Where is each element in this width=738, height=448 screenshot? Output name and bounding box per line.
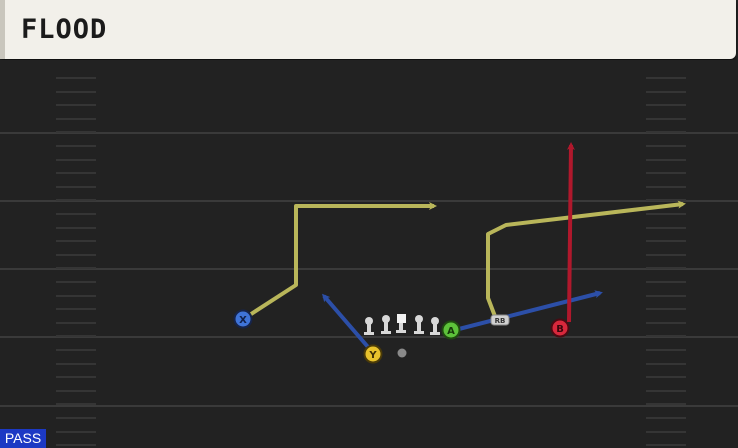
play-title-bar: FLOOD: [0, 0, 736, 59]
route-a: [486, 200, 686, 320]
play-type-badge: PASS: [0, 429, 46, 448]
player-x-label: X: [239, 315, 247, 326]
offensive-line: [364, 314, 440, 335]
field-svg: RB X Y A B: [0, 77, 738, 446]
lineman-icon: [430, 317, 440, 335]
hash-marks-left: [56, 77, 96, 446]
yard-lines: [0, 132, 738, 407]
lineman-icon: [414, 315, 424, 334]
rb-label: RB: [495, 317, 506, 325]
play-title: FLOOD: [21, 14, 108, 45]
player-a-label: A: [447, 326, 455, 337]
player-x[interactable]: X: [233, 309, 253, 329]
lineman-icon: [364, 317, 374, 335]
route-rb: [454, 290, 603, 332]
lineman-icon: [381, 315, 391, 334]
route-y: [322, 293, 370, 349]
quarterback-marker: [397, 348, 407, 358]
rb-marker[interactable]: RB: [490, 314, 510, 326]
route-b: [566, 142, 575, 323]
player-b-label: B: [556, 324, 564, 335]
player-b[interactable]: B: [550, 318, 570, 338]
route-x: [243, 202, 437, 320]
player-y-label: Y: [368, 350, 377, 361]
center-icon: [396, 314, 406, 333]
player-a[interactable]: A: [441, 320, 461, 340]
football-field: RB X Y A B: [0, 60, 738, 448]
hash-marks-right: [646, 77, 686, 446]
player-y[interactable]: Y: [363, 344, 383, 364]
